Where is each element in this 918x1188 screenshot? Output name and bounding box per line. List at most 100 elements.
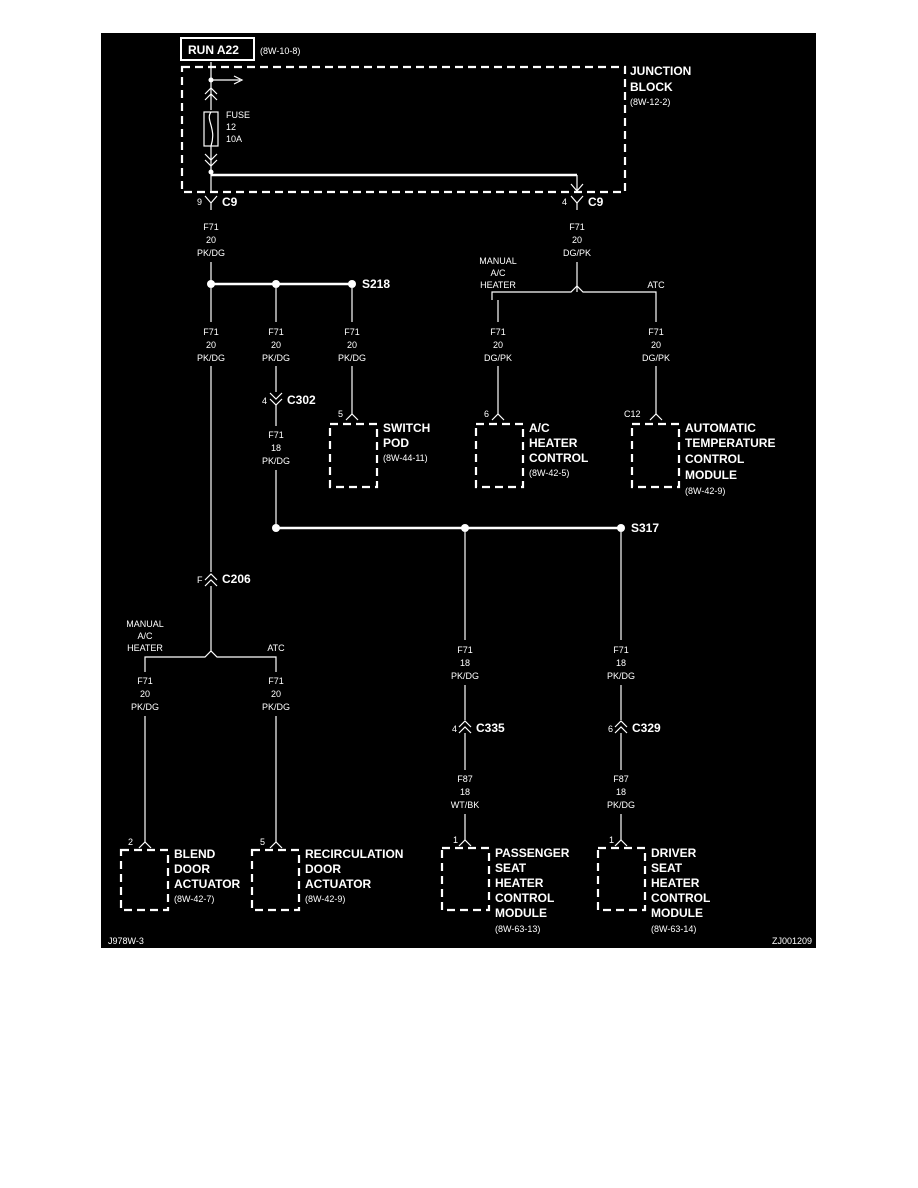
pin-terminal-icon [345, 413, 359, 421]
atc-module-l1: AUTOMATIC [685, 421, 756, 435]
lower-manual-l1: MANUAL [126, 619, 164, 629]
recirc-door-box [250, 848, 301, 912]
wire-w4-circuit: F71 [268, 327, 284, 337]
pass-seat-l5: MODULE [495, 906, 547, 920]
atc-module-l4: MODULE [685, 468, 737, 482]
wire-w8-circuit: F71 [268, 430, 284, 440]
c9-left-name: C9 [222, 195, 238, 209]
wire-w6-circuit: F71 [490, 327, 506, 337]
wire-w10-color: PK/DG [262, 702, 290, 712]
ac-heater-l3: CONTROL [529, 451, 588, 465]
wire-w2-circuit: F71 [569, 222, 585, 232]
recirc-door-l2: DOOR [305, 862, 341, 876]
driver-seat-l1: DRIVER [651, 846, 697, 860]
pin-terminal-icon [269, 841, 283, 849]
wire-w6-gauge: 20 [493, 340, 503, 350]
wire-w1-color: PK/DG [197, 248, 225, 258]
upper-atc: ATC [647, 280, 665, 290]
lower-manual-l3: HEATER [127, 643, 163, 653]
splice-node [461, 524, 469, 532]
wire-w13-circuit: F87 [457, 774, 473, 784]
blend-door-l2: DOOR [174, 862, 210, 876]
c302-name: C302 [287, 393, 316, 407]
junction-block-ref: (8W-12-2) [630, 97, 670, 107]
wire-w5-color: PK/DG [338, 353, 366, 363]
pin-terminal-icon [614, 839, 628, 847]
blend-door-ref: (8W-42-7) [174, 894, 214, 904]
pin-terminal-icon [491, 413, 505, 421]
ac-heater-l1: A/C [529, 421, 550, 435]
upper-manual-l2: A/C [490, 268, 506, 278]
splice-node [207, 280, 215, 288]
wire-w12-color: PK/DG [607, 671, 635, 681]
arrow-down-icon [570, 183, 584, 192]
pass-seat-l4: CONTROL [495, 891, 554, 905]
s218-label: S218 [362, 277, 390, 291]
wire-w3-circuit: F71 [203, 327, 219, 337]
pin-terminal-icon [138, 841, 152, 849]
circuit-header-ref: (8W-10-8) [260, 46, 300, 56]
splice-node [348, 280, 356, 288]
footer-left-code: J978W-3 [108, 936, 144, 946]
wire-w2-gauge: 20 [572, 235, 582, 245]
wire-w10-circuit: F71 [268, 676, 284, 686]
c206-pin: F [197, 575, 203, 585]
wire-w9-circuit: F71 [137, 676, 153, 686]
wire-w14-circuit: F87 [613, 774, 629, 784]
driver-seat-ref: (8W-63-14) [651, 924, 696, 934]
wire-w7-circuit: F71 [648, 327, 664, 337]
wire-w8-gauge: 18 [271, 443, 281, 453]
blend-door-l1: BLEND [174, 847, 216, 861]
feed-arrow-icon [233, 75, 244, 85]
c335-name: C335 [476, 721, 505, 735]
driver-seat-l5: MODULE [651, 906, 703, 920]
splice-node [272, 524, 280, 532]
wire-w7-gauge: 20 [651, 340, 661, 350]
c9-right-name: C9 [588, 195, 604, 209]
wire-w11-circuit: F71 [457, 645, 473, 655]
pass-seat-box [440, 846, 491, 912]
circuit-header: RUN A22 [188, 43, 239, 57]
fuse-label: FUSE [226, 110, 250, 120]
wire-w3-color: PK/DG [197, 353, 225, 363]
splice-node [272, 280, 280, 288]
atc-module-box [630, 422, 681, 489]
c9-left-pin: 9 [197, 197, 202, 207]
recirc-door-l1: RECIRCULATION [305, 847, 403, 861]
blend-door-box [119, 848, 170, 912]
pass-seat-pin: 1 [453, 835, 458, 845]
s317-label: S317 [631, 521, 659, 535]
c329-pin: 6 [608, 724, 613, 734]
atc-module-ref: (8W-42-9) [685, 486, 725, 496]
pass-seat-l2: SEAT [495, 861, 527, 875]
ac-heater-pin: 6 [484, 409, 489, 419]
c335-connector-icon [458, 720, 472, 734]
c206-name: C206 [222, 572, 251, 586]
driver-seat-pin: 1 [609, 835, 614, 845]
driver-seat-box [596, 846, 647, 912]
fuse-element-icon [208, 111, 214, 147]
wire-w14-gauge: 18 [616, 787, 626, 797]
recirc-door-l3: ACTUATOR [305, 877, 372, 891]
c302-pin: 4 [262, 396, 267, 406]
pass-seat-ref: (8W-63-13) [495, 924, 540, 934]
wire-w7-color: DG/PK [642, 353, 670, 363]
splice-node [617, 524, 625, 532]
wire-w9-color: PK/DG [131, 702, 159, 712]
driver-seat-l2: SEAT [651, 861, 683, 875]
c9-right-pin: 4 [562, 197, 567, 207]
wire-w9-gauge: 20 [140, 689, 150, 699]
recirc-door-pin: 5 [260, 837, 265, 847]
recirc-door-ref: (8W-42-9) [305, 894, 345, 904]
bus-node [208, 169, 214, 175]
wire-w10-gauge: 20 [271, 689, 281, 699]
lower-option-bracket [144, 650, 277, 664]
footer-right-code: ZJ001209 [772, 936, 812, 946]
fuse-rating: 10A [226, 134, 242, 144]
ac-heater-box [474, 422, 525, 489]
connector-chevron-icon [204, 153, 218, 167]
switch-pod-l2: POD [383, 436, 409, 450]
connector-chevron-icon [204, 87, 218, 101]
wire-w14-color: PK/DG [607, 800, 635, 810]
